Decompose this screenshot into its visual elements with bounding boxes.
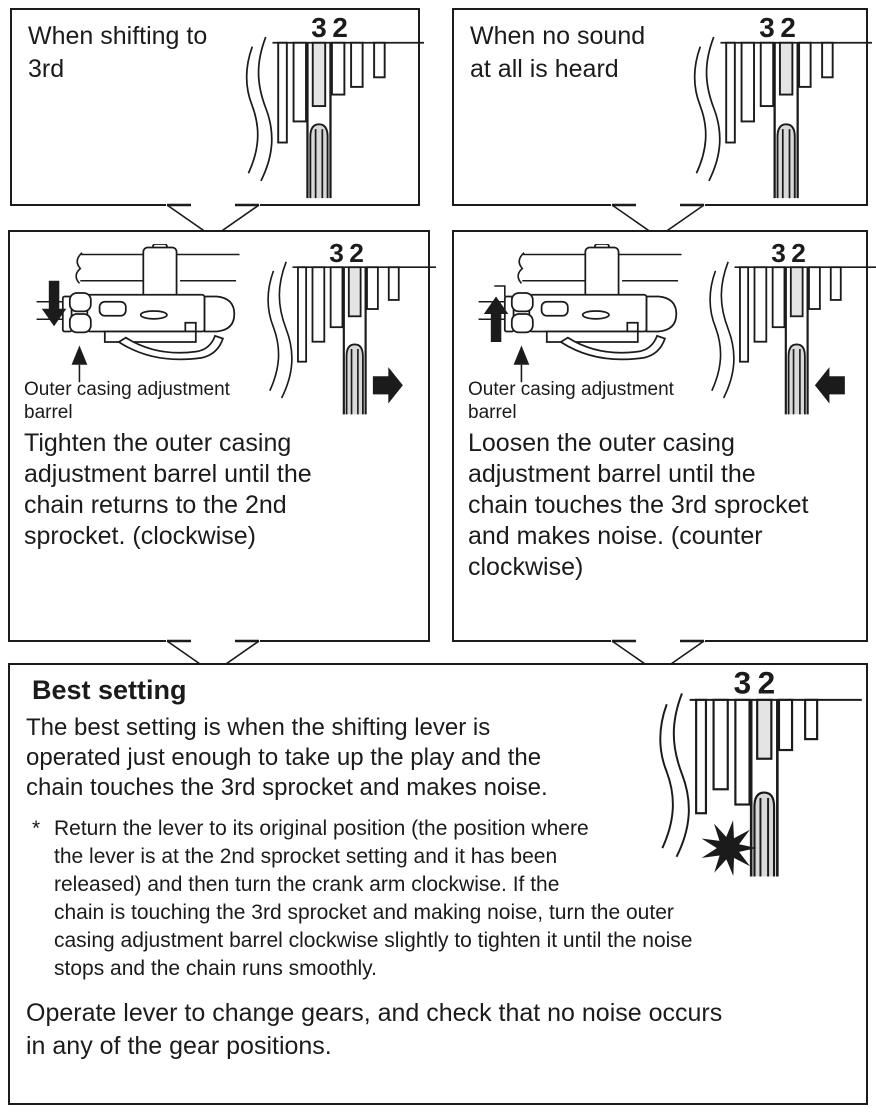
note-text: Return the lever to its original positio… xyxy=(54,817,693,980)
derailleur-illustration xyxy=(16,244,261,384)
cable-end-cap xyxy=(645,295,678,333)
chain-on-sprocket xyxy=(778,41,794,96)
sprocket-bar xyxy=(329,266,344,329)
sprocket-bar xyxy=(712,698,729,791)
sprocket-3-label: 3 xyxy=(771,240,786,268)
callout-pointer-arrow-icon xyxy=(71,345,88,365)
sprocket-3-label: 3 xyxy=(759,14,774,43)
barrel-rotate-counterclockwise-arrow-icon xyxy=(483,296,509,342)
panel-title: When shifting to 3rd xyxy=(28,22,208,83)
sprocket-3-label: 3 xyxy=(329,240,344,268)
guide-pulley xyxy=(787,343,806,415)
sprocket-bar xyxy=(753,266,768,343)
cable-end-cap xyxy=(203,295,236,333)
sprocket-bar xyxy=(373,41,386,79)
outer-casing-adjustment-barrel-label: Outer casing adjustment barrel xyxy=(468,379,674,423)
chain-on-sprocket xyxy=(789,266,804,318)
sprocket-bar xyxy=(808,266,821,310)
tube-cut-mark xyxy=(517,252,525,284)
sprocket-2-label: 2 xyxy=(780,14,795,43)
tube-cut-mark xyxy=(75,252,83,284)
sprocket-bar xyxy=(821,41,834,79)
sprocket-2-label: 2 xyxy=(791,240,806,268)
best-setting-heading: Best setting xyxy=(32,675,187,705)
sprocket-bar xyxy=(771,266,786,329)
barrel-rotate-clockwise-arrow-icon xyxy=(41,280,67,327)
wheel-edge-curve-icon xyxy=(257,36,273,182)
sprocket-bar xyxy=(695,698,708,815)
instruction-text: Tighten the outer casing adjustment barr… xyxy=(24,429,312,550)
move-right-arrow-icon xyxy=(372,367,403,404)
guide-pulley xyxy=(753,791,776,877)
sprocket-bar xyxy=(350,41,364,88)
lever-arm xyxy=(559,334,667,361)
sprocket-bar xyxy=(277,41,288,144)
sprocket-2-label: 2 xyxy=(758,667,776,700)
wheel-edge-curve-icon xyxy=(720,261,735,399)
guide-pulley xyxy=(345,343,364,415)
chain-on-sprocket xyxy=(756,698,773,760)
sprocket-bar xyxy=(297,266,308,363)
derailleur-illustration xyxy=(458,244,703,384)
chain-on-sprocket xyxy=(347,266,362,318)
noise-burst-icon xyxy=(701,820,757,877)
wheel-edge-curve-icon xyxy=(672,692,690,858)
adjustment-barrel xyxy=(68,292,92,313)
best-setting-paragraph: The best setting is when the shifting le… xyxy=(26,714,548,801)
sprocket-bar xyxy=(734,698,751,806)
sprocket-bar xyxy=(292,41,307,123)
check-gears-paragraph: Operate lever to change gears, and check… xyxy=(26,999,723,1060)
move-left-arrow-icon xyxy=(814,367,845,404)
sprocket-bar xyxy=(759,41,775,108)
wheel-edge-curve-icon xyxy=(705,36,721,182)
sprocket-bar xyxy=(330,41,346,96)
lever-arm xyxy=(117,334,225,361)
sprocket-bar xyxy=(740,41,755,123)
sprocket-bar xyxy=(804,698,819,741)
chain-on-sprocket xyxy=(311,41,327,108)
sprocket-bar xyxy=(829,266,842,301)
guide-pulley xyxy=(309,123,329,199)
adjustment-barrel xyxy=(510,292,534,313)
note-asterisk: * xyxy=(32,817,41,840)
sprocket-3-label: 3 xyxy=(311,14,326,43)
callout-pointer-arrow-icon xyxy=(513,345,530,365)
sprocket-3-label: 3 xyxy=(734,667,752,700)
outer-casing-adjustment-barrel-label: Outer casing adjustment barrel xyxy=(24,379,230,423)
instruction-text: Loosen the outer casing adjustment barre… xyxy=(468,429,809,581)
sprocket-2-label: 2 xyxy=(349,240,364,268)
panel-title: When no sound at all is heard xyxy=(470,22,646,83)
sprocket-bar xyxy=(798,41,812,88)
sprocket-bar xyxy=(311,266,326,343)
guide-pulley xyxy=(776,123,796,199)
sprocket-bar xyxy=(777,698,794,752)
wheel-edge-curve-icon xyxy=(278,261,293,399)
sprocket-bar xyxy=(725,41,736,144)
sprocket-2-label: 2 xyxy=(332,14,347,43)
sprocket-bar xyxy=(387,266,400,301)
sprocket-bar xyxy=(366,266,379,310)
sprocket-bar xyxy=(739,266,750,363)
